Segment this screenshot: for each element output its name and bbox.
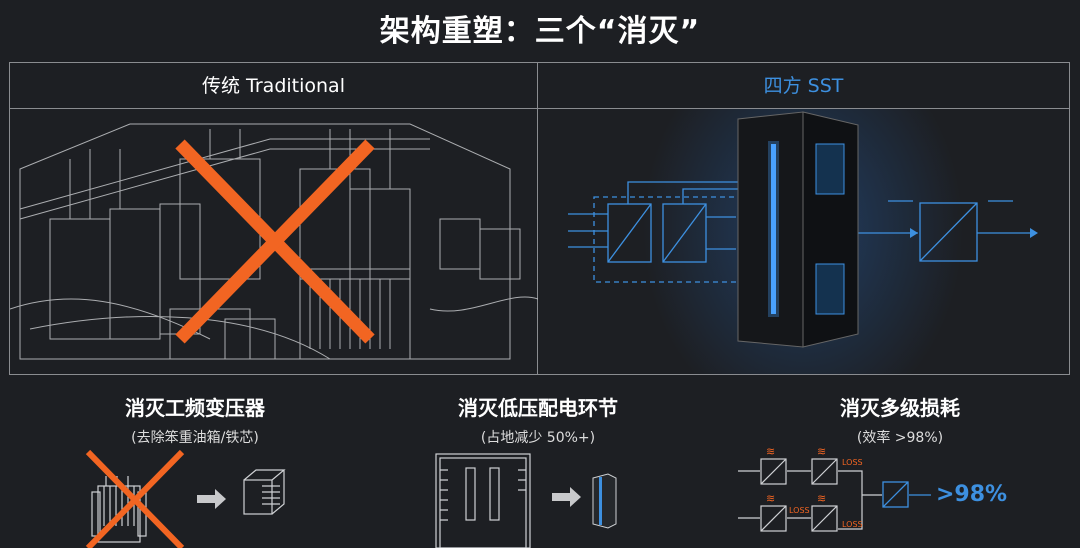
item-transformer: 消灭工频变压器 (去除笨重油箱/铁芯): [25, 392, 365, 447]
sst-cabinet-icon: [737, 111, 859, 348]
arrow-right-icon: [197, 489, 226, 509]
page-title: 架构重塑：三个“消灭”: [379, 14, 701, 49]
heat-icon: ≋≋≋≋: [766, 445, 826, 505]
cross-icon: [175, 139, 375, 344]
substation-drawing: [10, 123, 538, 360]
item-lv-distribution: 消灭低压配电环节 (占地减少 50%+): [368, 392, 708, 447]
traditional-header: 传统 Traditional: [10, 63, 538, 109]
item-title: 消灭多级损耗: [840, 396, 960, 420]
comparison-table: 传统 Traditional 四方 SST: [9, 62, 1070, 375]
item-title: 消灭低压配电环节: [458, 396, 618, 420]
sst-cabinet-drawing: [568, 111, 1038, 348]
efficiency-result: >98%: [936, 482, 1008, 507]
sst-illustration: [538, 109, 1069, 374]
item-title: 消灭工频变压器: [125, 396, 265, 420]
loss-label: LOSS: [789, 506, 810, 515]
traditional-illustration: [10, 109, 538, 374]
item-subtitle: (占地减少 50%+): [480, 430, 596, 446]
sst-cabinet-small-icon: [592, 473, 617, 529]
loss-label: LOSS: [842, 458, 863, 467]
transformer-icon: [91, 476, 147, 543]
cross-icon: [85, 449, 185, 548]
item-subtitle: (效率 >98%): [856, 430, 944, 446]
substation-floorplan-icon: [435, 453, 531, 548]
item-multistage-loss: 消灭多级损耗 (效率 >98%): [730, 392, 1070, 447]
item-subtitle: (去除笨重油箱/铁芯): [131, 430, 259, 446]
sst-header: 四方 SST: [538, 63, 1069, 109]
svg-text:≋: ≋: [766, 492, 775, 505]
loss-label: LOSS: [842, 520, 863, 529]
compact-transformer-icon: [243, 469, 286, 515]
svg-text:≋: ≋: [817, 492, 826, 505]
arrow-right-icon: [552, 487, 581, 507]
